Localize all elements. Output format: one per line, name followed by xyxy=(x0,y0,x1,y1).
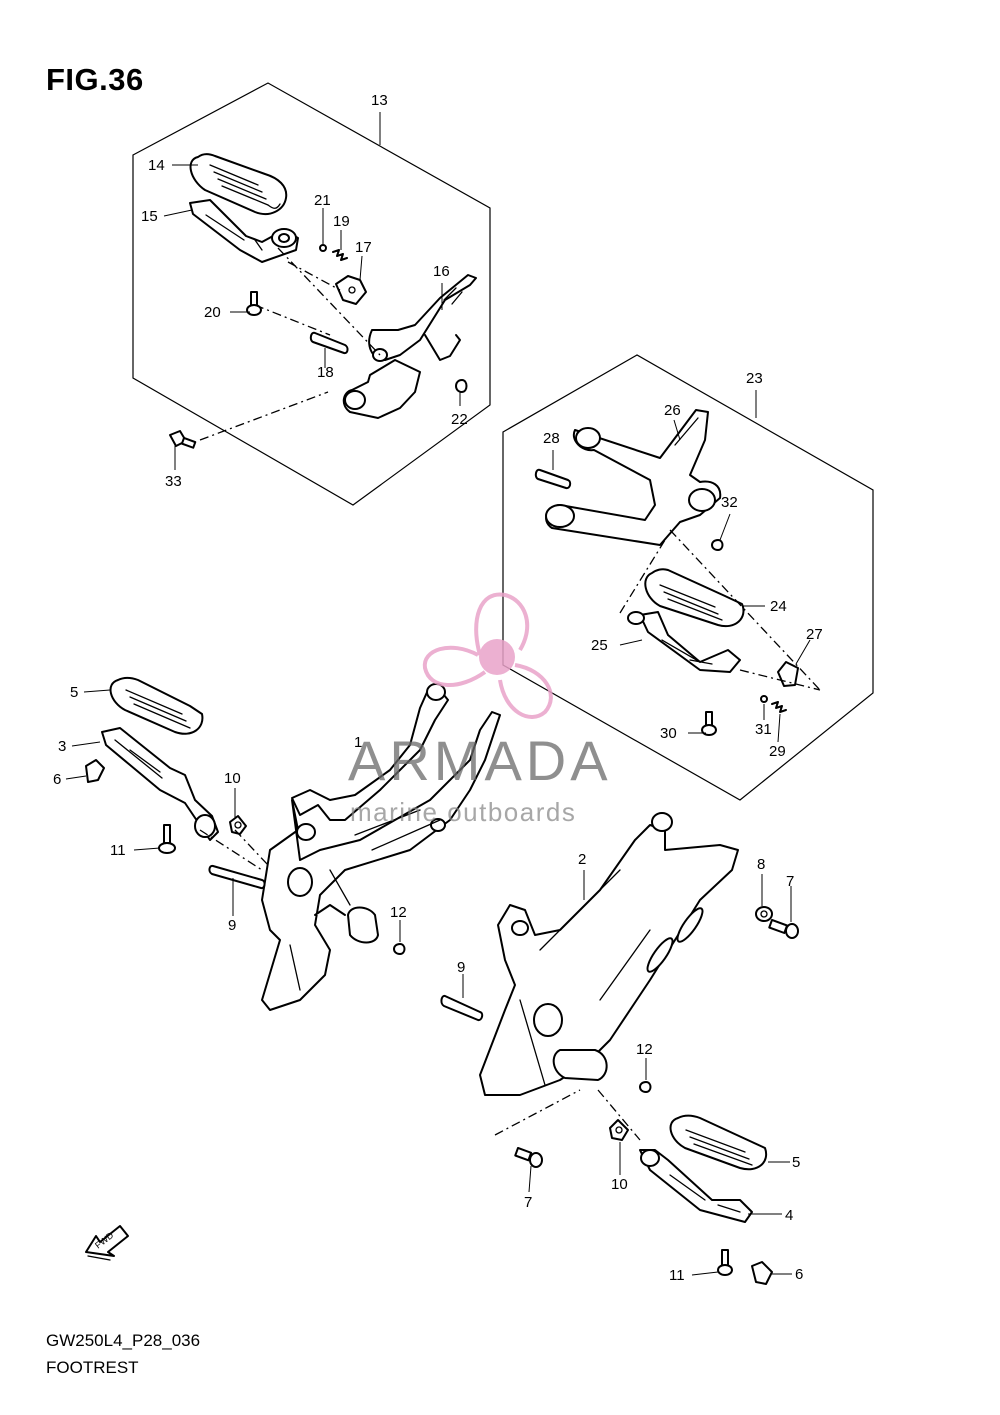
footrest-bracket-2 xyxy=(479,812,739,1096)
watermark-propeller-logo xyxy=(422,592,553,719)
leader-lines xyxy=(65,112,811,1276)
plate-27 xyxy=(777,661,799,687)
part-label: 2 xyxy=(578,851,587,868)
footrest-bracket-4 xyxy=(639,1149,753,1223)
part-label: 10 xyxy=(611,1176,628,1193)
spring-19 xyxy=(332,249,348,261)
bolt-11-lh xyxy=(158,824,176,854)
footrest-assembly-23 xyxy=(534,409,821,736)
part-label: 9 xyxy=(457,959,466,976)
part-label: 24 xyxy=(770,598,787,615)
footrest-holder-16 xyxy=(368,274,477,361)
part-label: 19 xyxy=(333,213,350,230)
footrest-bracket-1 xyxy=(261,683,501,1011)
pin-18 xyxy=(309,331,349,355)
footrest-bracket-25 xyxy=(639,611,741,673)
spring-29 xyxy=(771,701,787,713)
part-label: 1 xyxy=(354,734,363,751)
bolt-20 xyxy=(246,291,262,316)
bolt-7-lower xyxy=(514,1147,543,1168)
washer-8 xyxy=(755,906,773,922)
part-label: 27 xyxy=(806,626,823,643)
part-label: 11 xyxy=(110,842,126,859)
ball-31 xyxy=(760,695,768,703)
part-label: 6 xyxy=(53,771,62,788)
footrest-bracket-15 xyxy=(189,199,299,263)
part-label: 9 xyxy=(228,917,237,934)
footrest-rubber-14 xyxy=(189,153,288,216)
rubber-stopper-6-rh xyxy=(751,1261,773,1285)
clip-12-lh xyxy=(393,943,406,955)
watermark-brand: ARMADA xyxy=(348,729,612,792)
part-label: 10 xyxy=(224,770,241,787)
diagram-caption: FOOTREST xyxy=(46,1358,139,1377)
part-label: 21 xyxy=(314,192,331,209)
part-label: 28 xyxy=(543,430,560,447)
watermark-tagline: marine outboards xyxy=(350,797,577,827)
part-label: 18 xyxy=(317,364,334,381)
part-label: 7 xyxy=(524,1194,533,1211)
footrest-holder-26 xyxy=(545,409,722,546)
front-footrest-lh xyxy=(85,676,219,854)
clip-22 xyxy=(455,379,468,393)
clamp-10-rh xyxy=(609,1119,629,1141)
part-label: 15 xyxy=(141,208,158,225)
part-label: 6 xyxy=(795,1266,804,1283)
ball-21 xyxy=(319,244,327,252)
footrest-assembly-13 xyxy=(169,153,477,449)
part-label: 33 xyxy=(165,473,182,490)
part-label: 7 xyxy=(786,873,795,890)
part-label: 31 xyxy=(755,721,772,738)
part-label: 5 xyxy=(70,684,79,701)
bolt-11-rh xyxy=(717,1249,733,1276)
footrest-rubber-24 xyxy=(644,568,745,628)
part-label: 30 xyxy=(660,725,677,742)
part-label: 25 xyxy=(591,637,608,654)
footrest-bracket-3 xyxy=(101,727,219,841)
pin-9-rh xyxy=(440,994,484,1022)
part-label: 5 xyxy=(792,1154,801,1171)
clamp-10-lh xyxy=(229,815,247,835)
part-label: 11 xyxy=(669,1267,685,1284)
part-label: 12 xyxy=(390,904,407,921)
part-label: 32 xyxy=(721,494,738,511)
part-label: 3 xyxy=(58,738,67,755)
bolt-7-upper xyxy=(768,919,799,939)
part-label: 22 xyxy=(451,411,468,428)
part-label: 8 xyxy=(757,856,766,873)
pin-9-lh xyxy=(208,864,266,890)
part-label: 13 xyxy=(371,92,388,109)
part-label: 26 xyxy=(664,402,681,419)
plate-17 xyxy=(335,275,367,305)
diagram-code: GW250L4_P28_036 xyxy=(46,1331,201,1350)
pin-28 xyxy=(534,468,572,490)
part-label: 4 xyxy=(785,1207,794,1224)
part-label: 29 xyxy=(769,743,786,760)
part-label: 23 xyxy=(746,370,763,387)
part-label: 20 xyxy=(204,304,221,321)
part-label: 14 xyxy=(148,157,165,174)
group-frame-13 xyxy=(132,82,491,506)
footrest-rubber-5-lh xyxy=(109,676,204,735)
bolt-30 xyxy=(701,711,717,736)
clip-32 xyxy=(711,539,724,551)
bolt-33 xyxy=(169,430,197,449)
front-footrest-rh xyxy=(639,1114,773,1285)
rubber-stopper-6-lh xyxy=(85,759,105,783)
part-label: 12 xyxy=(636,1041,653,1058)
part-label: 16 xyxy=(433,263,450,280)
figure-title: FIG.36 xyxy=(46,62,144,97)
part-label: 17 xyxy=(355,239,372,256)
fwd-arrow-icon xyxy=(85,1225,129,1261)
clip-12-rh xyxy=(639,1081,652,1093)
